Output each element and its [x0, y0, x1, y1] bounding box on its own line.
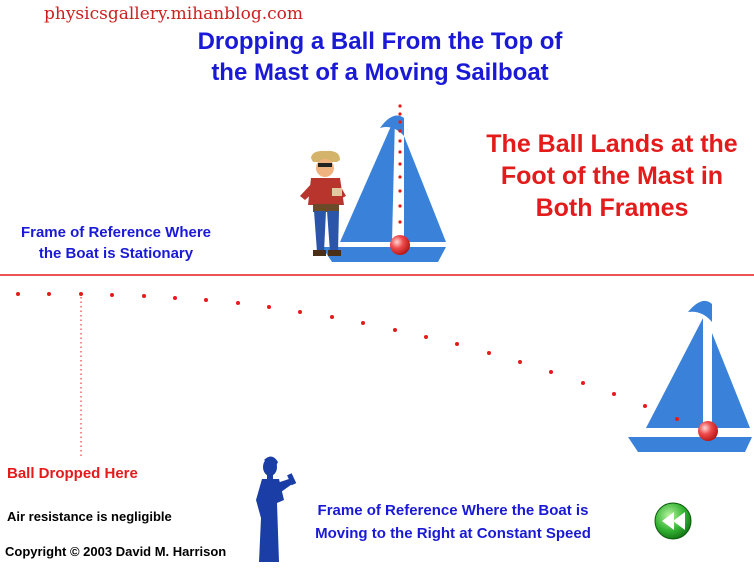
sail-front — [340, 117, 395, 242]
frame-stationary-label: Frame of Reference Where the Boat is Sta… — [0, 222, 232, 264]
sail-rear — [712, 333, 750, 428]
conclusion-line-3: Both Frames — [535, 194, 689, 222]
copyright-text: Copyright © 2003 David M. Harrison — [5, 544, 227, 559]
ball-dropped-label: Ball Dropped Here — [7, 465, 138, 482]
sail-front — [646, 318, 703, 428]
frame-stationary-line-2: the Boat is Stationary — [38, 245, 194, 262]
sailboat-moving — [628, 300, 752, 452]
frame-moving-line-2: Moving to the Right at Constant Speed — [315, 525, 591, 542]
rewind-icon — [662, 512, 685, 530]
air-resistance-note: Air resistance is negligible — [7, 509, 172, 524]
sail-top-flag — [380, 115, 404, 136]
man-figure-icon — [300, 150, 346, 256]
watermark: physicsgallery.mihanblog.com — [44, 4, 303, 24]
frame-moving-label: Frame of Reference Where the Boat is Mov… — [288, 499, 618, 545]
title-line-2: the Mast of a Moving Sailboat — [211, 59, 549, 86]
rewind-button[interactable] — [654, 502, 692, 540]
ball-moving-frame — [698, 421, 718, 441]
sailboat-stationary — [322, 115, 446, 262]
sail-rear — [404, 136, 446, 242]
vertical-drop-trail — [398, 104, 402, 224]
conclusion-text: The Ball Lands at the Foot of the Mast i… — [470, 128, 754, 224]
conclusion-line-2: Foot of the Mast in — [500, 162, 724, 190]
ball-stationary-frame — [390, 235, 410, 255]
frame-moving-line-1: Frame of Reference Where the Boat is — [317, 502, 589, 519]
title-line-1: Dropping a Ball From the Top of — [197, 28, 563, 55]
woman-silhouette-icon — [256, 456, 297, 562]
frame-stationary-line-1: Frame of Reference Where — [20, 224, 212, 241]
conclusion-line-1: The Ball Lands at the — [486, 130, 738, 158]
page-title: Dropping a Ball From the Top of the Mast… — [150, 26, 610, 88]
sail-top-flag — [688, 300, 712, 322]
parabolic-trajectory-dots — [16, 292, 679, 421]
hull — [628, 437, 752, 452]
hull — [322, 247, 446, 262]
